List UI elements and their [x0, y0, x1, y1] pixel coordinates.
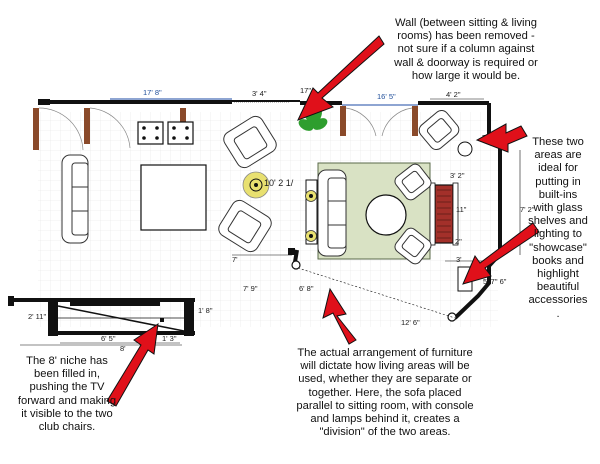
coffee-table	[140, 164, 207, 231]
accent-chair	[418, 109, 460, 151]
annotation-builtins: These two areas are ideal for putting in…	[528, 136, 588, 320]
floor-edge	[297, 267, 456, 319]
annotation-wall-removed: Wall (between sitting & living rooms) ha…	[394, 17, 538, 82]
sofa-center	[317, 169, 347, 257]
ottoman	[137, 121, 164, 145]
red-arrow-icon	[322, 287, 357, 345]
dim-7-2: 7' 2"	[520, 205, 535, 214]
top-wall	[38, 98, 489, 106]
club-chair	[223, 115, 277, 169]
dim-6-8: 6' 8"	[299, 284, 314, 293]
tv-niche	[8, 296, 195, 336]
dim-6-5: 6' 5"	[101, 334, 116, 343]
dim-5-7: 5' 7" 6"	[483, 277, 507, 286]
wall-stub	[293, 249, 299, 263]
table-lamp-icon	[305, 230, 317, 242]
dim-7-9: 7' 9"	[243, 284, 258, 293]
red-arrow-icon	[475, 123, 528, 153]
sofa-left	[61, 154, 89, 244]
round-coffee-table	[365, 194, 407, 236]
dim-7: 7'	[232, 255, 238, 264]
club-chair	[218, 199, 272, 253]
side-table	[457, 141, 473, 157]
annotation-niche: The 8' niche has been filled in, pushing…	[17, 355, 117, 434]
dim-1-3: 1' 3"	[162, 334, 177, 343]
accent-chair	[394, 163, 432, 201]
accent-chair	[394, 227, 432, 265]
dim-3: 3'	[456, 255, 462, 264]
red-arrow-icon	[297, 35, 385, 121]
dim-17: 17"	[300, 86, 311, 95]
dim-8: 8'	[120, 344, 126, 353]
dim-3-4: 3' 4"	[252, 89, 267, 98]
dim-16-5: 16' 5"	[377, 92, 396, 101]
dim-10-2: 10' 2 1/	[264, 178, 294, 188]
dim-3-2: 3' 2"	[450, 171, 465, 180]
ottoman	[167, 121, 194, 145]
column	[291, 260, 301, 270]
dim-1-8: 1' 8"	[198, 306, 213, 315]
console-table	[305, 179, 318, 245]
dim-2: 2"	[455, 237, 462, 246]
dim-17-8: 17' 8"	[143, 88, 162, 97]
red-arrow-icon	[462, 222, 540, 285]
small-lamp	[288, 248, 295, 255]
table-lamp-icon	[305, 190, 317, 202]
dim-12-6: 12' 6"	[401, 318, 420, 327]
dim-4-2: 4' 2"	[446, 90, 461, 99]
annotation-arrangement: The actual arrangement of furniture will…	[296, 347, 474, 439]
dim-2-11: 2' 11"	[28, 312, 46, 321]
dim-11: 11"	[456, 205, 467, 214]
red-arrow-icon	[106, 322, 159, 407]
door-left	[33, 107, 131, 151]
door-right	[340, 106, 418, 137]
